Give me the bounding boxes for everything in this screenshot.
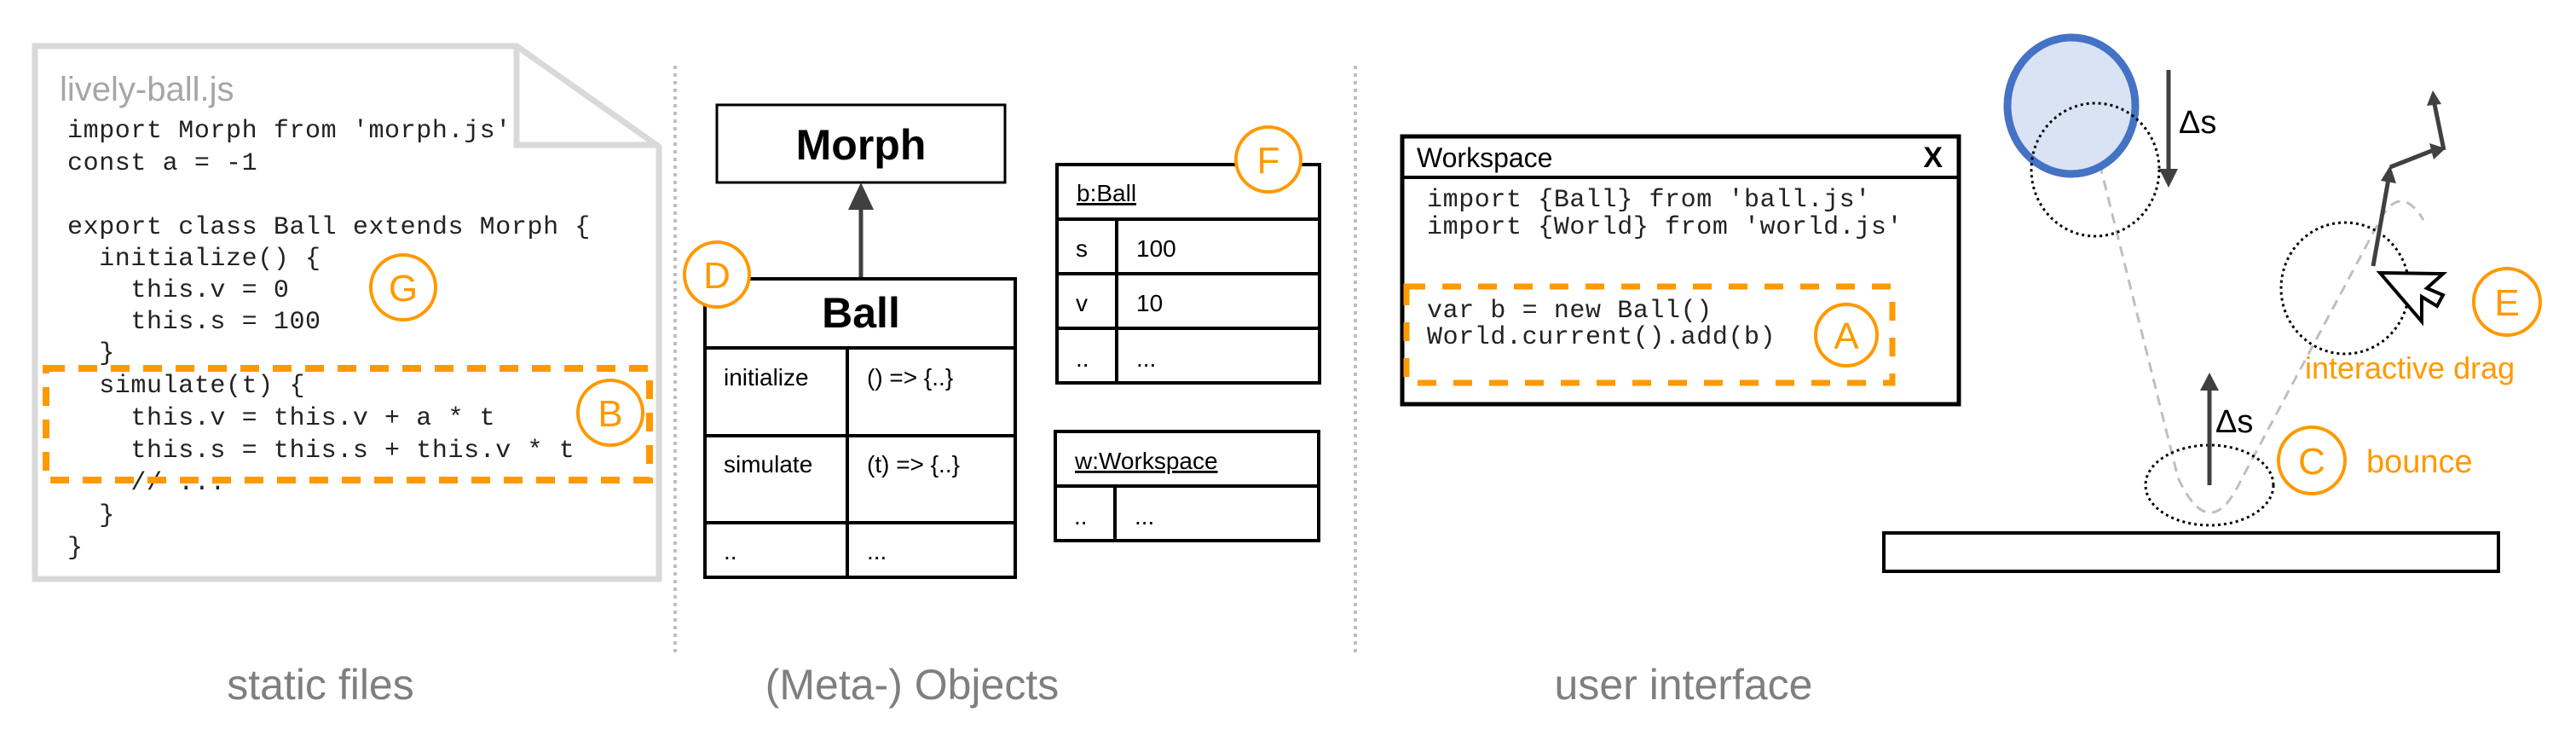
code-line: this.s = 100: [67, 308, 321, 337]
file-code: import Morph from 'morph.js' const a = -…: [67, 117, 591, 563]
instance-title: b:Ball: [1077, 180, 1136, 206]
svg-text:Morph: Morph: [796, 121, 927, 169]
code-line: this.v = 0: [67, 276, 289, 305]
code-line: const a = -1: [67, 149, 257, 178]
code-line: export class Ball extends Morph {: [67, 213, 591, 242]
method-value: () => {..}: [867, 364, 953, 391]
delta-label: Δs: [2215, 404, 2253, 440]
method-value: (t) => {..}: [867, 451, 960, 478]
mouse-cursor-icon: [2376, 270, 2448, 327]
file-fold-corner: [513, 46, 659, 148]
instance-ball-table: b:Ball s 100 v 10 .. ...: [1055, 163, 1321, 385]
svg-text:A: A: [1834, 316, 1859, 357]
svg-text:F: F: [1257, 140, 1280, 182]
code-line: }: [67, 339, 115, 368]
code-line: this.s = this.s + this.v * t: [67, 437, 575, 466]
ground-morph[interactable]: [1882, 531, 2500, 573]
marker-a: A: [1814, 303, 1879, 368]
marker-f: F: [1234, 125, 1302, 194]
code-line: }: [67, 501, 115, 530]
delta-label: Δs: [2179, 105, 2216, 141]
workspace-code-line[interactable]: import {Ball} from 'ball.js': [1427, 186, 1871, 215]
workspace-window[interactable]: Workspace X import {Ball} from 'ball.js'…: [1400, 134, 1961, 407]
drag-motion-arrows: [2371, 90, 2446, 267]
field-value: ...: [1136, 345, 1156, 372]
trajectory-path: [2077, 80, 2425, 514]
instance-title: w:Workspace: [1074, 448, 1218, 474]
caption-meta-objects: (Meta-) Objects: [765, 661, 1060, 709]
caption-static-files: static files: [227, 661, 414, 709]
svg-text:C: C: [2298, 441, 2325, 483]
svg-text:B: B: [598, 393, 622, 435]
caption-user-interface: user interface: [1555, 661, 1813, 709]
ball-morph[interactable]: [2003, 33, 2140, 178]
workspace-code-line[interactable]: var b = new Ball(): [1427, 297, 1713, 326]
source-file: lively-ball.js import Morph from 'morph.…: [32, 43, 662, 582]
delta-up-arrow: [2200, 373, 2219, 485]
field-value: 100: [1136, 235, 1176, 262]
marker-b: B: [576, 379, 644, 447]
code-line: import Morph from 'morph.js': [67, 117, 511, 146]
code-line: initialize() {: [67, 245, 321, 274]
field-name: v: [1076, 290, 1088, 316]
file-page-outline: [32, 43, 662, 582]
method-value: ...: [867, 538, 887, 564]
window-title: Workspace: [1417, 142, 1552, 173]
field-name: s: [1076, 235, 1088, 262]
svg-text:G: G: [389, 268, 418, 310]
class-name: Ball: [822, 289, 900, 337]
code-line: }: [67, 534, 84, 563]
svg-text:E: E: [2494, 282, 2519, 324]
code-line: this.v = this.v + a * t: [67, 404, 495, 433]
interactive-drag-label: interactive drag: [2305, 350, 2515, 385]
bounce-label: bounce: [2366, 444, 2473, 480]
svg-text:D: D: [703, 255, 731, 297]
instance-workspace-table: w:Workspace .. ...: [1054, 430, 1320, 542]
method-name: simulate: [724, 451, 812, 478]
code-line: simulate(t) {: [67, 372, 305, 401]
delta-down-arrow: [2159, 70, 2178, 188]
field-name: ..: [1074, 503, 1088, 530]
inheritance-arrow: [848, 182, 874, 279]
method-name: ..: [724, 538, 737, 564]
file-name: lively-ball.js: [60, 71, 234, 108]
field-value: 10: [1136, 290, 1163, 316]
superclass-morph: Morph: [715, 103, 1007, 184]
marker-e: E: [2472, 267, 2542, 337]
ball-ghost-falling: [2030, 101, 2161, 238]
marker-c: C: [2277, 425, 2347, 495]
highlight-box-a: [1403, 283, 1896, 386]
method-name: initialize: [724, 364, 809, 391]
ball-ghost-bounce: [2144, 443, 2275, 527]
field-value: ...: [1135, 503, 1154, 530]
close-button[interactable]: X: [1923, 142, 1943, 174]
highlight-box-b: [43, 365, 653, 483]
marker-d: D: [683, 240, 751, 309]
workspace-code-line[interactable]: import {World} from 'world.js': [1427, 213, 1903, 242]
workspace-code-line[interactable]: World.current().add(b): [1427, 323, 1776, 352]
marker-g: G: [369, 253, 437, 321]
field-name: ..: [1076, 345, 1089, 372]
class-ball-table: Ball initialize () => {..} simulate (t) …: [703, 277, 1017, 579]
